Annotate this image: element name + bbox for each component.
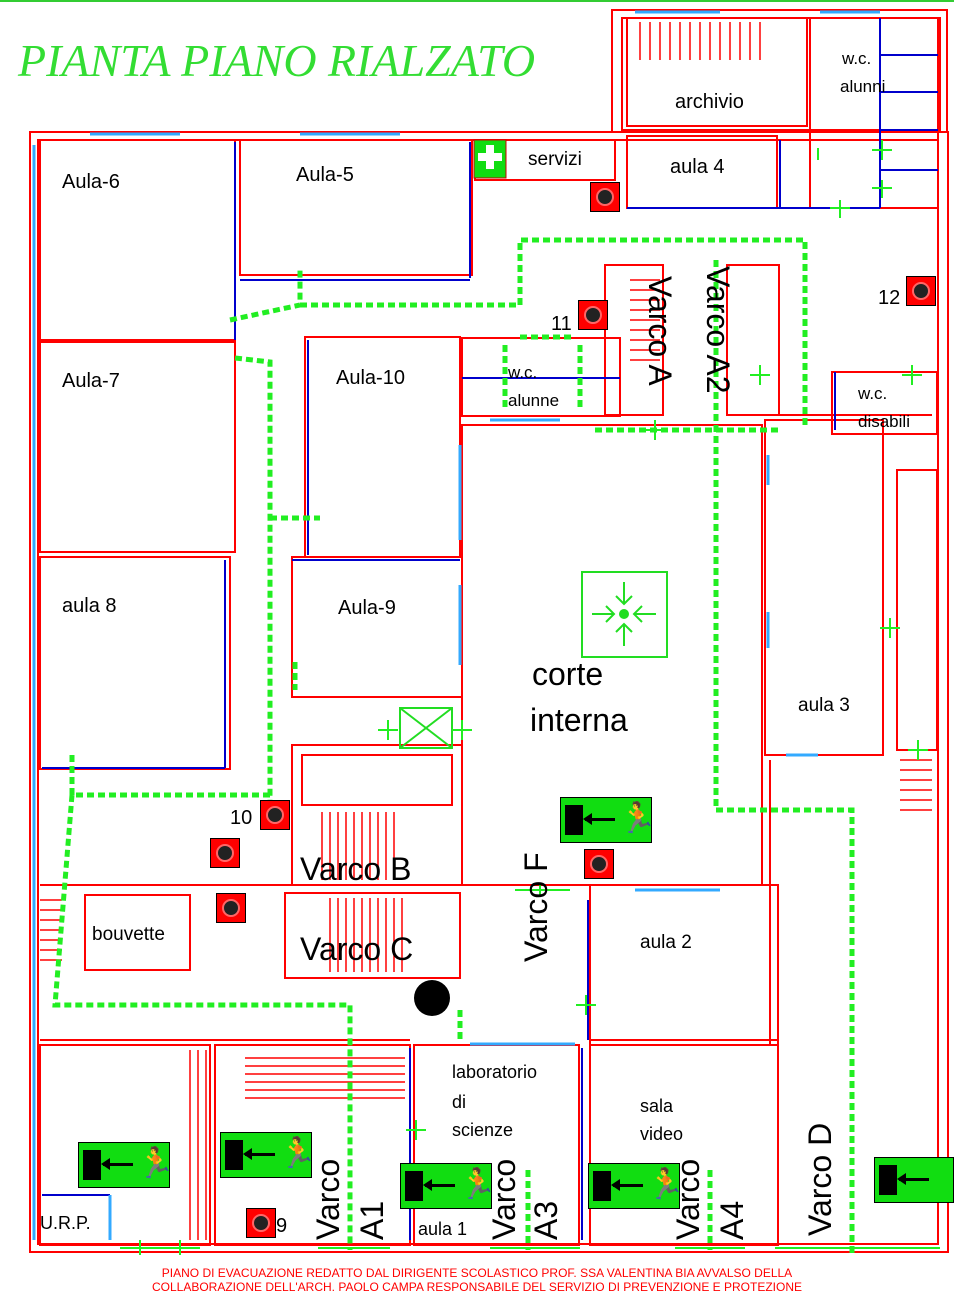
room-label-lab-3: scienze [452,1120,514,1140]
gate-label-varco-a: Varco A [642,276,678,386]
room-label-aula1: aula 1 [418,1219,468,1239]
room-label-aula7: Aula-7 [62,370,120,392]
room-label-wc-alunni-1: w.c. [842,49,872,68]
plan-title: PIANTA PIANO RIALZATO [18,35,536,86]
exit-sign-icon: 🏃 [220,1132,316,1178]
room-label-aula4: aula 4 [670,156,725,178]
room-label-aula8: aula 8 [62,595,117,617]
exit-sign-icon: 🏃 [78,1142,174,1188]
top-border-line [0,0,954,2]
room-label-corte-1: corte [532,656,604,692]
footer-line-1: PIANO DI EVACUAZIONE REDATTO DAL DIRIGEN… [161,1266,793,1280]
room-aula5-outline [239,139,473,276]
room-aula2-outline [589,884,779,1046]
floor-plan [29,9,949,1255]
fire-extinguisher-icon [216,893,246,923]
room-label-aula3: aula 3 [798,695,850,716]
gate-label-a1: A1 [354,1200,390,1240]
main-building-outline [29,131,949,1253]
footer-line-2: COLLABORAZIONE DELL'ARCH. PAOLO CAMPA RE… [151,1280,802,1294]
exit-sign-icon [874,1157,954,1203]
room-sala-video-outline [589,1044,779,1246]
fire-extinguisher-icon [260,800,290,830]
stair-a-outline [604,264,664,416]
stair-a2-outline [726,264,780,416]
room-label-sala-1: sala [640,1096,674,1116]
north-wing-outline [611,9,948,133]
room-aula8-outline [39,556,231,770]
room-label-wc-alunne-1: w.c. [508,363,538,382]
room-label-wc-alunne-2: alunne [508,391,560,410]
footer-note: PIANO DI EVACUAZIONE REDATTO DAL DIRIGEN… [0,1266,954,1294]
stair-c-outline [284,892,461,979]
fire-extinguisher-icon [590,182,620,212]
room-urp-outline [39,1044,211,1246]
room-label-wc-alunni-2: alunni [840,77,886,96]
room-label-corte-2: interna [530,702,628,738]
gate-label-varco-c: Varco C [300,931,414,967]
room-archivio-outline [626,17,808,127]
room-label-servizi: servizi [528,149,582,170]
room-label-aula6: Aula-6 [62,171,120,193]
room-label-wc-disabili-2: disabili [858,412,910,431]
room-aula7-outline [39,341,236,553]
room-aula9-outline [291,556,463,698]
room-label-urp: U.R.P. [40,1213,91,1233]
room-label-archivio: archivio [675,91,744,113]
room-aula3-outline [764,419,884,756]
room-label-aula2: aula 2 [640,932,692,953]
exit-sign-icon: 🏃 [588,1163,684,1209]
room-label-aula5: Aula-5 [296,164,354,186]
gate-label-varco-1: Varco [310,1158,346,1240]
extinguisher-number-12: 12 [878,287,901,309]
room-aula6-outline [39,139,236,341]
room-wc-alunni-outline [809,17,939,209]
gate-label-varco-d: Varco D [802,1122,838,1236]
room-label-aula10: Aula-10 [336,367,405,389]
exit-sign-icon: 🏃 [560,797,656,843]
room-label-lab-2: di [452,1092,467,1112]
fire-extinguisher-icon [210,838,240,868]
extinguisher-number-11: 11 [551,313,572,335]
gate-label-varco-a2: Varco A2 [700,266,736,394]
windows [32,10,880,1240]
fire-extinguisher-icon [578,300,608,330]
partitions [42,18,938,1240]
fire-extinguisher-icon [584,849,614,879]
room-label-wc-disabili-1: w.c. [858,384,888,403]
exit-sign-icon: 🏃 [400,1163,496,1209]
room-label-bouvette: bouvette [92,924,165,945]
fire-extinguisher-icon [906,276,936,306]
door-markers [120,140,940,1255]
room-label-aula9: Aula-9 [338,597,396,619]
room-label-lab-1: laboratorio [452,1062,538,1082]
gate-label-varco-b: Varco B [300,851,412,887]
gate-label-a4: A4 [714,1200,750,1240]
room-label-sala-2: video [640,1124,684,1144]
gate-label-a3: A3 [528,1200,564,1240]
gate-label-varco-f: Varco F [518,852,554,962]
fire-extinguisher-icon [246,1208,276,1238]
column-marker [414,980,450,1016]
lift-shaft-icon [399,707,453,749]
stairs [40,22,932,1240]
room-wc-disabili-outline [831,371,938,435]
assembly-point-icon [581,571,668,658]
extinguisher-number-10: 10 [230,807,253,829]
extinguisher-number-9: 9 [276,1215,288,1237]
evacuation-routes [52,237,855,1255]
room-bouvette-outline [84,894,191,971]
first-aid-cross-icon [473,139,507,179]
